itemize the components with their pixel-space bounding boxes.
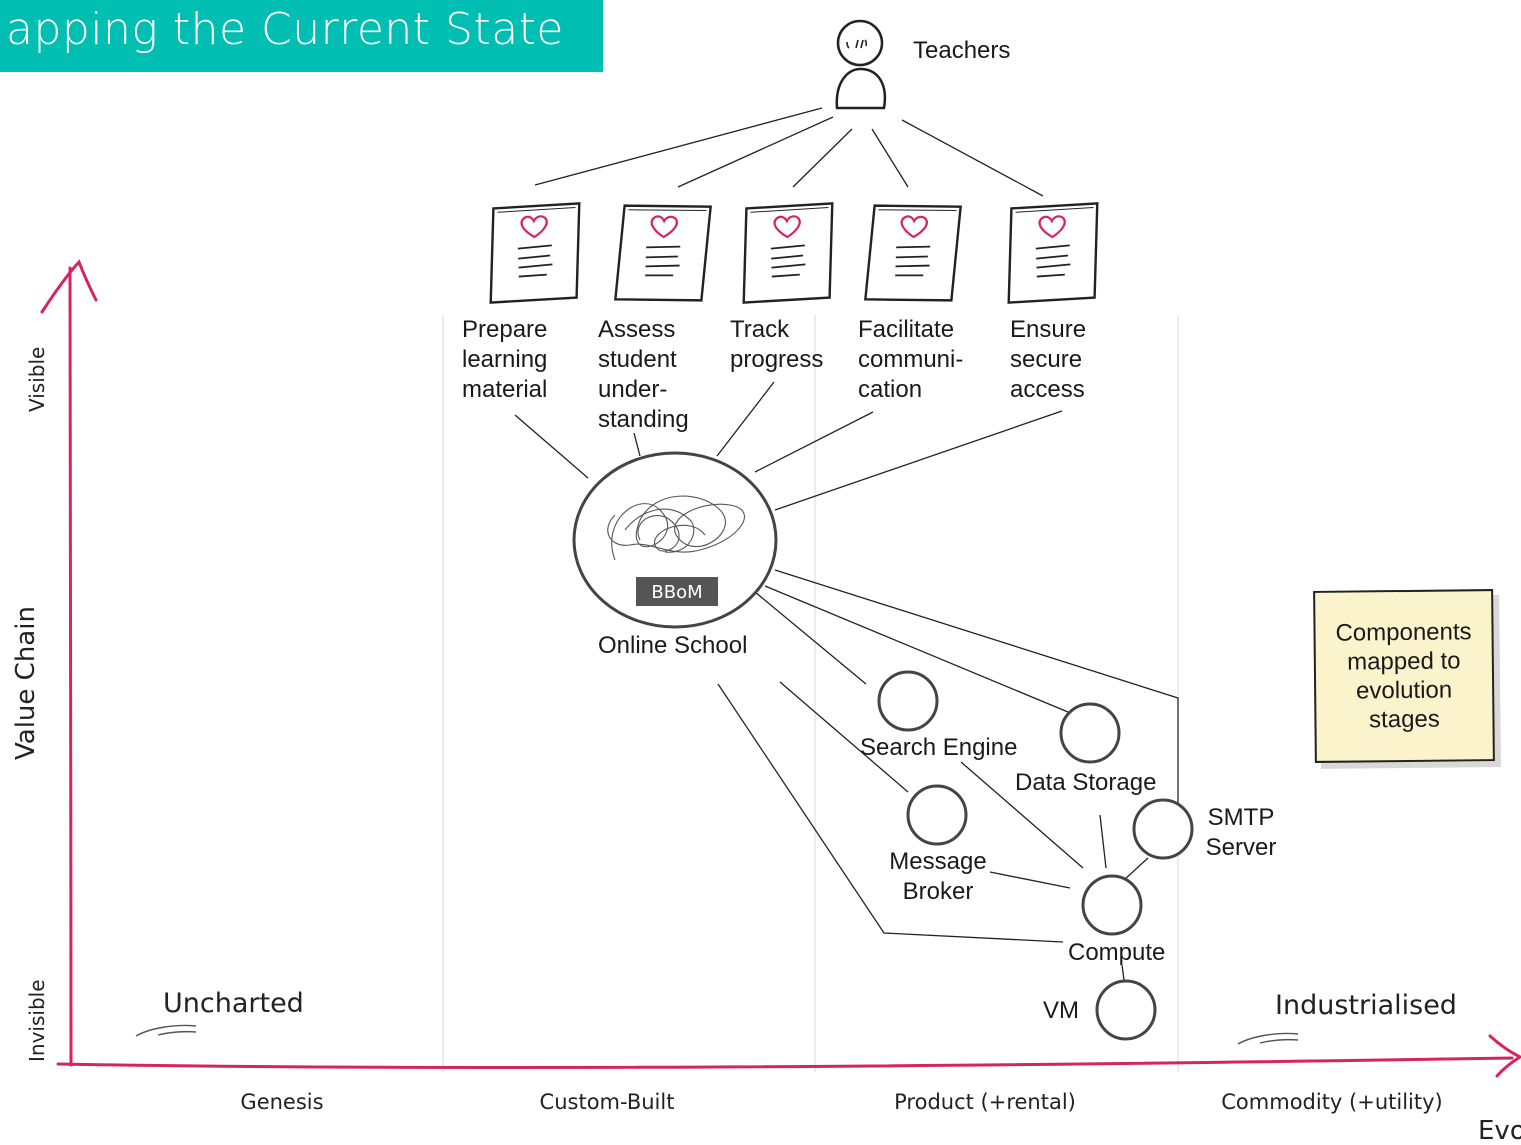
y-axis-bottom-label: Invisible xyxy=(25,980,49,1063)
title-banner: apping the Current State xyxy=(0,0,603,72)
sticky-note-text: Components mapped to evolution stages xyxy=(1335,618,1472,734)
compute-label: Compute xyxy=(1068,939,1165,966)
document-heart-icon xyxy=(1007,202,1099,304)
need-labels: Prepare learning material Assess student unde… xyxy=(462,316,1086,433)
search-engine-label: Search Engine xyxy=(860,734,1017,761)
bbom-badge-label: BBoM xyxy=(651,582,702,603)
y-axis-top-label: Visible xyxy=(25,347,49,412)
vm-node[interactable] xyxy=(1095,979,1157,1041)
need-assess-label: standing xyxy=(598,406,689,433)
stage-commodity: Commodity (+utility) xyxy=(1221,1090,1442,1114)
document-heart-icon xyxy=(489,202,581,304)
compute-node[interactable] xyxy=(1081,874,1143,936)
need-track-label: progress xyxy=(730,346,823,373)
need-prepare-label: learning xyxy=(462,346,547,373)
stage-genesis: Genesis xyxy=(240,1090,323,1114)
need-ensure-label: secure xyxy=(1010,346,1082,373)
need-ensure-label: Ensure xyxy=(1010,316,1086,343)
need-assess-label: Assess xyxy=(598,316,675,343)
x-axis-arrowhead xyxy=(1488,1034,1521,1078)
need-facilitate-label: communi- xyxy=(858,346,963,373)
y-axis-arrowhead xyxy=(40,259,98,314)
message-broker-label-1: Message xyxy=(889,848,986,875)
uncharted-label: Uncharted xyxy=(163,988,304,1019)
smtp-label-1: SMTP xyxy=(1208,804,1275,831)
stage-custom-built: Custom-Built xyxy=(540,1090,675,1114)
need-assess-label: student xyxy=(598,346,677,373)
need-icons xyxy=(489,202,1099,304)
need-track-label: Track xyxy=(730,316,790,343)
x-axis-label: Evo xyxy=(1478,1116,1521,1145)
uncharted-swoosh-icon xyxy=(135,1024,197,1037)
document-heart-icon xyxy=(614,204,712,302)
data-storage-label: Data Storage xyxy=(1015,769,1156,796)
need-prepare-label: material xyxy=(462,376,547,403)
x-axis-line xyxy=(56,1056,1514,1069)
need-facilitate-label: Facilitate xyxy=(858,316,954,343)
message-broker-node[interactable] xyxy=(906,784,968,846)
person-icon xyxy=(835,19,887,110)
need-ensure-label: access xyxy=(1010,376,1085,403)
y-axis-line xyxy=(68,266,73,1067)
need-assess-label: under- xyxy=(598,376,667,403)
document-heart-icon xyxy=(742,202,834,304)
scribble-icon xyxy=(607,495,745,561)
bbom-badge xyxy=(636,577,718,606)
online-school-node[interactable]: BBoM xyxy=(572,451,778,629)
industrialised-swoosh-icon xyxy=(1237,1032,1299,1045)
axes xyxy=(40,259,1521,1078)
sticky-note: Components mapped to evolution stages xyxy=(1313,589,1495,763)
industrialised-label: Industrialised xyxy=(1275,990,1457,1021)
need-facilitate-label: cation xyxy=(858,376,922,403)
need-prepare-label: Prepare xyxy=(462,316,547,343)
data-storage-node[interactable] xyxy=(1059,702,1121,764)
message-broker-label-2: Broker xyxy=(903,878,974,905)
user-label: Teachers xyxy=(913,37,1010,64)
document-heart-icon xyxy=(864,204,962,302)
page-title: apping the Current State xyxy=(6,4,565,55)
smtp-server-node[interactable] xyxy=(1132,798,1194,860)
smtp-label-2: Server xyxy=(1206,834,1277,861)
online-school-label: Online School xyxy=(598,632,747,659)
vm-label: VM xyxy=(1043,997,1079,1024)
y-axis-label: Value Chain xyxy=(11,606,41,760)
search-engine-node[interactable] xyxy=(877,670,939,732)
stage-product: Product (+rental) xyxy=(894,1090,1076,1114)
